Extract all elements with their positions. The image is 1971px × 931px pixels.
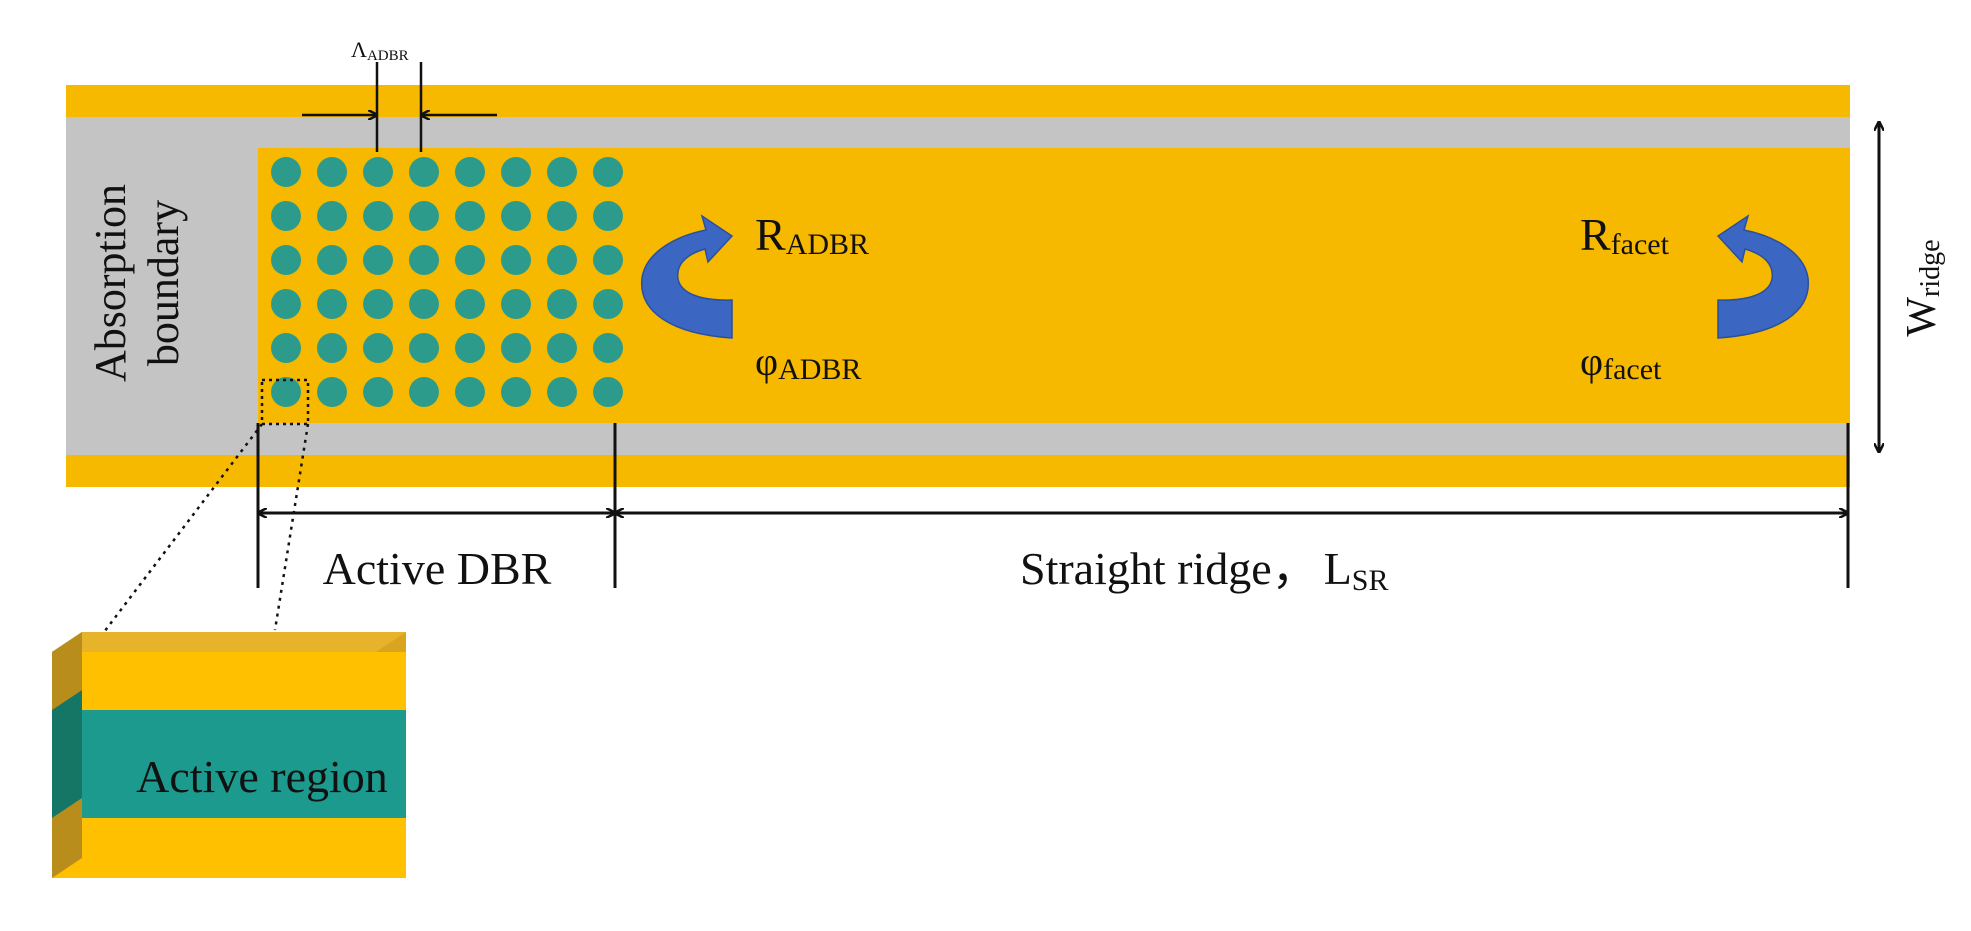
grating-dot (317, 245, 347, 275)
grating-dot (501, 245, 531, 275)
grating-dot (455, 333, 485, 363)
grating-dot (271, 201, 301, 231)
grating-dot (455, 245, 485, 275)
block-side-active (52, 690, 82, 818)
grating-dot (501, 377, 531, 407)
grating-dot (363, 245, 393, 275)
grating-dot (409, 157, 439, 187)
r-facet-label: Rfacet (1580, 209, 1670, 261)
grating-dot (363, 157, 393, 187)
adbr-grating (271, 157, 623, 407)
grating-dot (455, 201, 485, 231)
grating-dot (271, 289, 301, 319)
block-upper-cladding (52, 652, 406, 710)
grating-dot (593, 333, 623, 363)
gold-ridge (258, 148, 1850, 423)
grating-dot (455, 157, 485, 187)
grating-dot (271, 377, 301, 407)
grating-dot (547, 245, 577, 275)
absorption-label-line1: Absorption (86, 184, 135, 382)
grating-dot (409, 201, 439, 231)
grating-dot (409, 289, 439, 319)
facet-reflection-arrow-icon (1716, 214, 1809, 339)
phi-facet-label: φfacet (1580, 339, 1662, 386)
grating-dot (593, 289, 623, 319)
unit-cell-selection-box (260, 378, 310, 426)
grating-dot (547, 201, 577, 231)
grating-dot (363, 333, 393, 363)
period-label: ΛADBR (351, 37, 409, 64)
grating-dot (271, 333, 301, 363)
grating-dot (317, 289, 347, 319)
block-active-layer (52, 710, 406, 818)
grating-dot (501, 333, 531, 363)
zoom-line-left (97, 423, 263, 641)
grating-dot (409, 377, 439, 407)
grating-dot (363, 289, 393, 319)
grating-dot (547, 157, 577, 187)
adbr-reflection-arrow-icon (641, 214, 734, 339)
absorption-label-line2: boundary (139, 200, 188, 366)
grating-dot (593, 245, 623, 275)
straight-ridge-label: Straight ridge，LSR (1020, 543, 1389, 597)
grating-dot (409, 245, 439, 275)
block-side-upper (52, 632, 82, 710)
grating-dot (455, 289, 485, 319)
grating-dot (363, 201, 393, 231)
grating-dot (317, 157, 347, 187)
grating-dot (317, 377, 347, 407)
absorption-boundary-label: Absorption boundary (86, 184, 188, 382)
phi-adbr-label: φADBR (755, 339, 861, 386)
active-region-label: Active region (136, 751, 388, 802)
grating-dot (501, 289, 531, 319)
grating-dot (271, 245, 301, 275)
zoom-line-right (273, 423, 310, 631)
grating-dot (455, 377, 485, 407)
grating-dot (317, 333, 347, 363)
svg-text:Wridge: Wridge (1899, 239, 1946, 336)
block-lower-cladding (52, 818, 406, 878)
ridge-width-label: Wridge (1899, 239, 1946, 336)
active-dbr-label: Active DBR (323, 543, 552, 594)
grating-dot (593, 201, 623, 231)
block-top-face-light (52, 632, 406, 652)
grating-dot (501, 157, 531, 187)
grating-dot (409, 333, 439, 363)
grating-dot (317, 201, 347, 231)
grating-dot (363, 377, 393, 407)
grating-dot (547, 289, 577, 319)
grating-dot (547, 333, 577, 363)
grating-dot (593, 157, 623, 187)
grating-dot (547, 377, 577, 407)
block-front-shadow (52, 632, 82, 878)
grating-dot (501, 201, 531, 231)
block-side-lower (52, 798, 82, 878)
active-region-block: Active region (52, 632, 406, 878)
grating-dot (593, 377, 623, 407)
r-adbr-label: RADBR (755, 209, 869, 261)
grating-dot (271, 157, 301, 187)
